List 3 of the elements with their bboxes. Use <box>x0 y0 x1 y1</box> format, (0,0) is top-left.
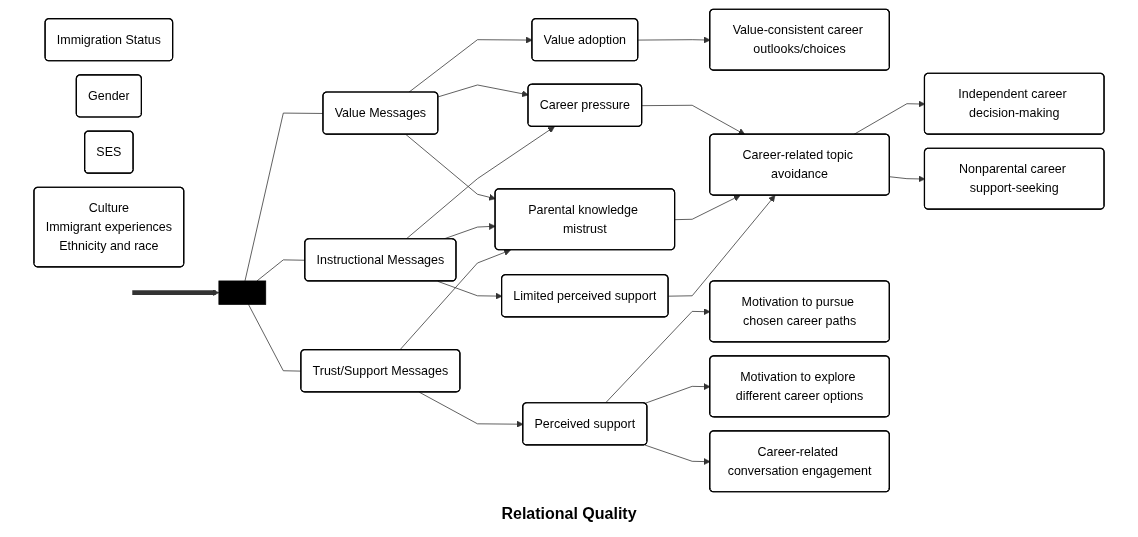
node-bar <box>218 280 267 305</box>
bracket-caption: Relational Quality <box>501 505 637 522</box>
arrow <box>132 288 220 296</box>
